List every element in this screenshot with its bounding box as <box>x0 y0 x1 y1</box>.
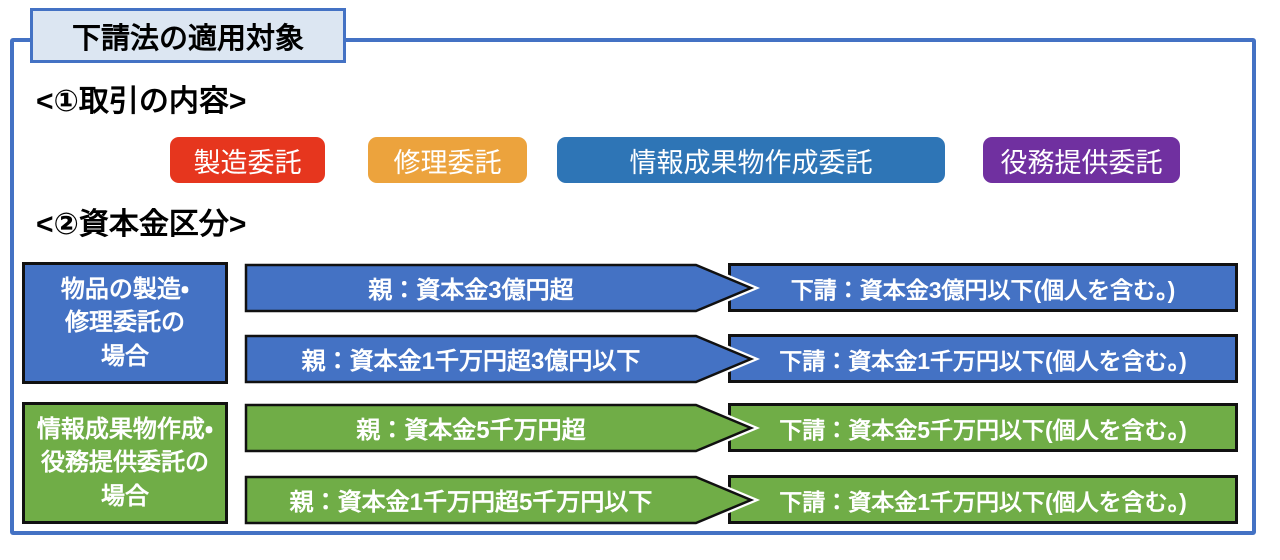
title-box: 下請法の適用対象 <box>30 8 346 63</box>
capital-row: 下請：資本金1千万円以下(個人を含む。) 親：資本金1千万円超3億円以下 <box>0 332 1280 386</box>
subcontractor-capital-box: 下請：資本金5千万円以下(個人を含む。) <box>728 403 1238 452</box>
capital-row: 下請：資本金5千万円以下(個人を含む。) 親：資本金5千万円超 <box>0 401 1280 455</box>
badge-repair-consignment: 修理委託 <box>368 137 527 183</box>
badge-information-deliverables-consignment: 情報成果物作成委託 <box>557 137 945 183</box>
badge-label: 製造委託 <box>193 147 302 178</box>
parent-capital-label: 親：資本金3億円超 <box>368 277 574 304</box>
badge-label: 役務提供委託 <box>1000 147 1163 178</box>
section-heading-transaction: <①取引の内容> <box>36 85 247 118</box>
parent-capital-label: 親：資本金1千万円超5千万円以下 <box>289 489 653 516</box>
parent-capital-arrow <box>242 401 761 455</box>
parent-capital-arrow <box>242 332 761 386</box>
capital-row: 下請：資本金3億円以下(個人を含む。) 親：資本金3億円超 <box>0 261 1280 315</box>
parent-capital-arrow <box>242 473 761 527</box>
parent-capital-arrow <box>242 261 761 315</box>
category-box-information-service: 情報成果物作成・ 役務提供委託の 場合 <box>22 402 228 524</box>
category-box-goods-manufacturing-repair: 物品の製造・ 修理委託の 場合 <box>22 262 228 384</box>
subcontractor-capital-box: 下請：資本金1千万円以下(個人を含む。) <box>728 334 1238 383</box>
section-heading-capital: <②資本金区分> <box>36 208 247 241</box>
subcontractor-capital-box: 下請：資本金3億円以下(個人を含む。) <box>728 263 1238 312</box>
badge-manufacturing-consignment: 製造委託 <box>170 137 325 183</box>
badge-label: 修理委託 <box>393 147 502 178</box>
parent-capital-label: 親：資本金5千万円超 <box>356 417 586 444</box>
subcontractor-capital-box: 下請：資本金1千万円以下(個人を含む。) <box>728 475 1238 524</box>
parent-capital-label: 親：資本金1千万円超3億円以下 <box>301 348 641 375</box>
capital-row: 下請：資本金1千万円以下(個人を含む。) 親：資本金1千万円超5千万円以下 <box>0 473 1280 527</box>
badge-service-provision-consignment: 役務提供委託 <box>983 137 1180 183</box>
page-title: 下請法の適用対象 <box>71 22 304 55</box>
badge-label: 情報成果物作成委託 <box>629 147 873 178</box>
